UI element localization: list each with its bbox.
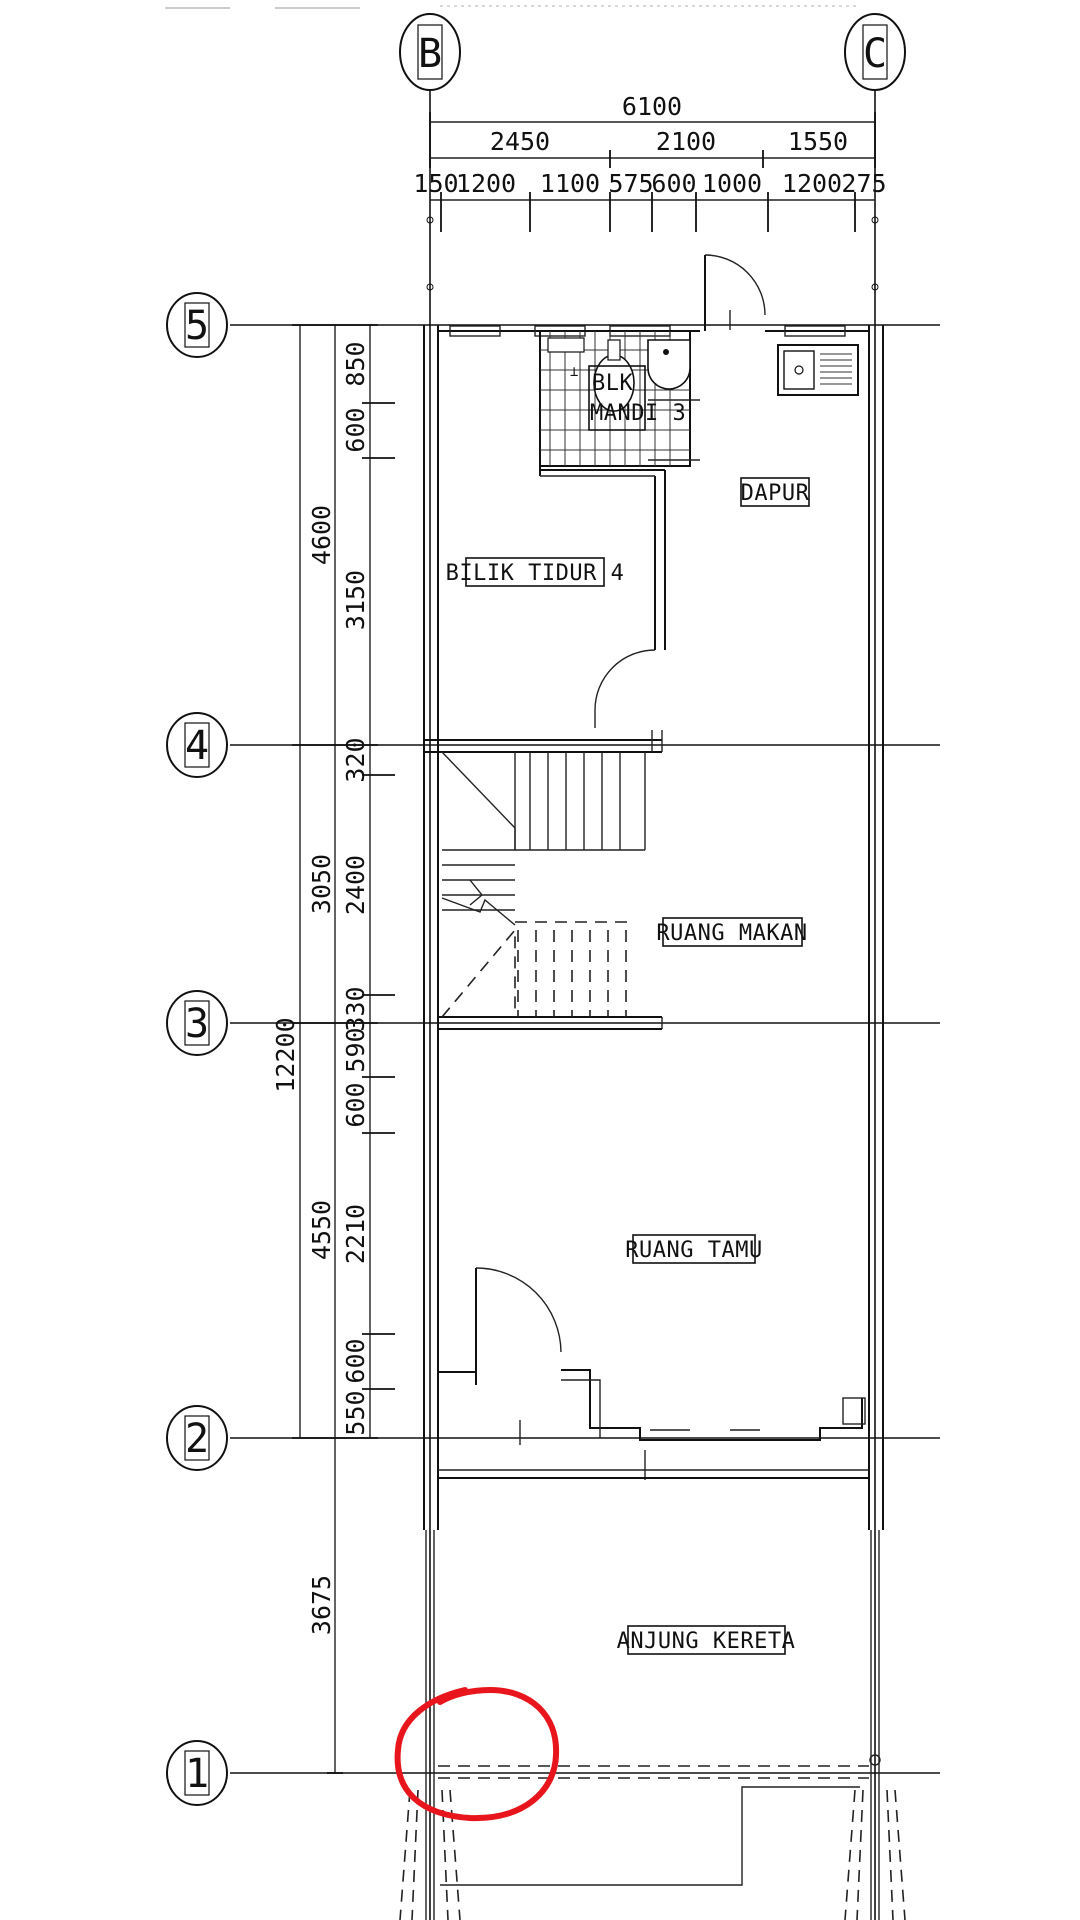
room-label-dining: RUANG MAKAN [656, 917, 807, 947]
dim-top-150: 150 [413, 169, 458, 198]
grid-bubble-5: 5 [166, 292, 228, 358]
dim-top-2100: 2100 [656, 127, 716, 156]
kitchen-sink [777, 344, 859, 396]
dim-top-overall: 6100 [622, 92, 682, 121]
room-label-living-text: RUANG TAMU [625, 1238, 762, 1263]
grid-bubble-4: 4 [166, 712, 228, 778]
room-label-living: RUANG TAMU [625, 1234, 762, 1264]
walls [399, 254, 906, 1920]
dim-left-3050: 3050 [307, 854, 336, 914]
dim-left-4550: 4550 [307, 1200, 336, 1260]
dim-left-4600: 4600 [307, 505, 336, 565]
dim-left-590: 590 [341, 1027, 370, 1072]
grid-label-c: C [863, 31, 887, 77]
grid-label-4: 4 [185, 723, 209, 769]
staircase [441, 751, 646, 1018]
grid-bubble-c: C [844, 13, 906, 91]
room-label-bathroom-line2: MANDI 3 [590, 401, 686, 426]
dim-left-320: 320 [341, 737, 370, 782]
room-label-kitchen: DAPUR [740, 477, 810, 507]
room-label-bedroom: BILIK TIDUR 4 [446, 557, 625, 587]
grid-label-5: 5 [185, 303, 209, 349]
dim-left-330: 330 [341, 986, 370, 1031]
dim-top-275: 275 [841, 169, 886, 198]
dim-left-2210: 2210 [341, 1204, 370, 1264]
dim-left-600c: 600 [341, 1338, 370, 1383]
dim-top-1100: 1100 [540, 169, 600, 198]
dim-top-1200a: 1200 [456, 169, 516, 198]
dim-left-overall: 12200 [271, 1017, 300, 1092]
dim-top-1550: 1550 [788, 127, 848, 156]
dim-top-575: 575 [608, 169, 653, 198]
grid-label-2: 2 [185, 1416, 209, 1462]
dim-left-600b: 600 [341, 1082, 370, 1127]
top-dimensions: 6100 2450 2100 1550 150 1200 1100 575 60… [413, 92, 887, 291]
dim-top-600: 600 [651, 169, 696, 198]
grid-label-b: B [418, 31, 442, 77]
dim-left-2400: 2400 [341, 855, 370, 915]
left-dimensions: 12200 4600 3050 4550 3675 850 600 3150 3… [271, 324, 395, 1774]
room-label-bedroom-text: BILIK TIDUR 4 [446, 561, 625, 586]
room-label-carporch: ANJUNG KERETA [617, 1625, 796, 1655]
room-label-kitchen-text: DAPUR [741, 481, 810, 506]
grid-bubble-1: 1 [166, 1740, 228, 1806]
dim-left-3675: 3675 [307, 1575, 336, 1635]
red-circle-annotation [394, 1686, 560, 1822]
grid-bubble-3: 3 [166, 990, 228, 1056]
dim-left-600a: 600 [341, 407, 370, 452]
room-label-dining-text: RUANG MAKAN [656, 921, 807, 946]
room-label-carporch-text: ANJUNG KERETA [617, 1629, 796, 1654]
grid-bubble-2: 2 [166, 1405, 228, 1471]
dim-top-1200b: 1200 [782, 169, 842, 198]
room-label-bathroom: BLK MANDI 3 [588, 365, 686, 431]
dim-top-2450: 2450 [490, 127, 550, 156]
grid-label-3: 3 [185, 1001, 209, 1047]
grid-label-1: 1 [185, 1751, 209, 1797]
scan-artifact [165, 5, 860, 9]
dim-top-1000: 1000 [702, 169, 762, 198]
room-label-bathroom-line1: BLK [592, 371, 633, 396]
bathroom-fixtures: ⊥ [547, 337, 691, 412]
dim-left-850: 850 [341, 341, 370, 386]
dim-left-3150: 3150 [341, 570, 370, 630]
grid-bubble-b: B [399, 13, 461, 91]
svg-text:⊥: ⊥ [570, 364, 578, 380]
dim-left-550: 550 [341, 1390, 370, 1435]
